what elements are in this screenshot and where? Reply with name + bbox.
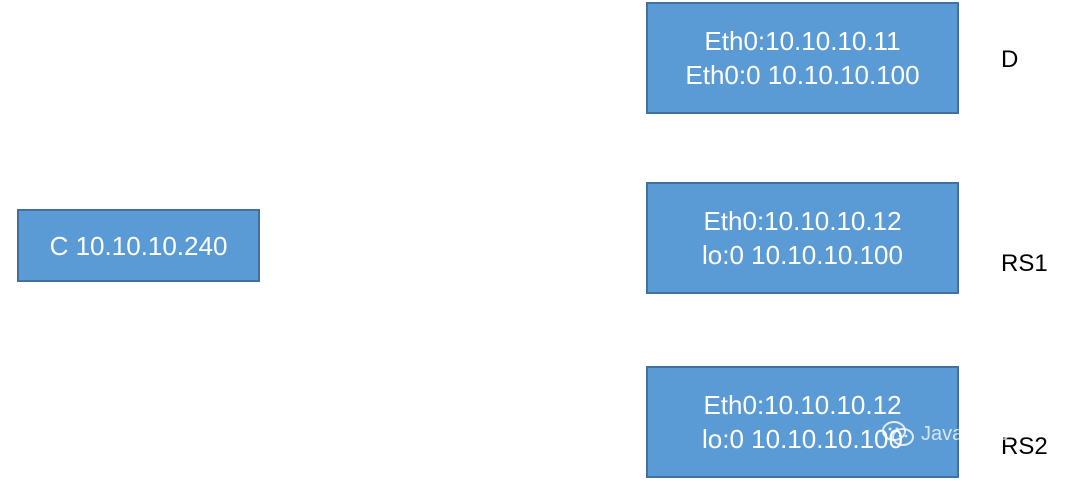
rs2-eth0-address: Eth0:10.10.10.12	[703, 390, 902, 420]
director-vip-address: Eth0:0 10.10.10.100	[685, 60, 920, 90]
rs1-eth0-address: Eth0:10.10.10.12	[703, 206, 902, 236]
rs1-role-label: RS1	[1001, 250, 1048, 277]
rs2-lo-address: lo:0 10.10.10.100	[702, 424, 903, 454]
client-node: C 10.10.10.240	[17, 209, 260, 282]
director-role-label: D	[1001, 46, 1019, 73]
client-address: C 10.10.10.240	[49, 230, 228, 261]
director-eth0-address: Eth0:10.10.10.11	[704, 26, 901, 56]
rs2-node: Eth0:10.10.10.12 lo:0 10.10.10.100	[646, 366, 959, 478]
rs1-lo-address: lo:0 10.10.10.100	[702, 240, 903, 270]
rs2-role-label: RS2	[1001, 433, 1048, 460]
director-node: Eth0:10.10.10.11 Eth0:0 10.10.10.100	[646, 2, 959, 114]
rs1-node: Eth0:10.10.10.12 lo:0 10.10.10.100	[646, 182, 959, 294]
